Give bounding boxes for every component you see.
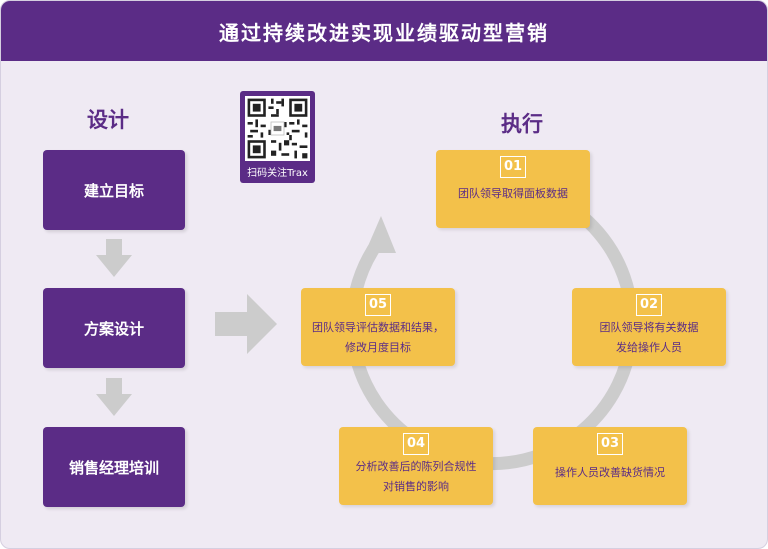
card-number: 04	[403, 433, 429, 455]
card-number: 03	[597, 433, 623, 455]
qr-code-card: 扫码关注Trax	[240, 91, 315, 183]
card-text: 团队领导评估数据和结果， 修改月度目标	[301, 318, 455, 358]
card-line: 修改月度目标	[345, 341, 411, 354]
card-line: 对销售的影响	[383, 480, 449, 493]
card-line: 发给操作人员	[616, 341, 682, 354]
card-02: 02 团队领导将有关数据 发给操作人员	[572, 288, 726, 366]
step-set-goals: 建立目标	[43, 150, 185, 230]
qr-caption: 扫码关注Trax	[247, 168, 308, 179]
card-line: 团队领导取得面板数据	[458, 187, 568, 200]
card-number: 02	[636, 294, 662, 316]
header-bar: 通过持续改进实现业绩驱动型营销	[1, 1, 767, 61]
qr-code-icon	[245, 96, 310, 161]
card-05: 05 团队领导评估数据和结果， 修改月度目标	[301, 288, 455, 366]
design-label: 设计	[87, 108, 129, 132]
step-sales-manager-training: 销售经理培训	[43, 427, 185, 507]
card-number: 01	[500, 156, 526, 178]
execute-label: 执行	[501, 112, 543, 136]
step-plan-design: 方案设计	[43, 288, 185, 368]
card-text: 操作人员改善缺货情况	[533, 463, 687, 483]
card-text: 团队领导取得面板数据	[436, 184, 590, 204]
card-line: 团队领导评估数据和结果，	[312, 321, 444, 334]
card-text: 分析改善后的陈列合规性 对销售的影响	[339, 457, 493, 497]
card-03: 03 操作人员改善缺货情况	[533, 427, 687, 505]
diagram-title: 通过持续改进实现业绩驱动型营销	[219, 20, 549, 45]
card-line: 操作人员改善缺货情况	[555, 466, 665, 479]
card-line: 分析改善后的陈列合规性	[355, 460, 477, 473]
down-arrow-icon	[96, 239, 132, 277]
card-01: 01 团队领导取得面板数据	[436, 150, 590, 228]
card-number: 05	[365, 294, 391, 316]
card-line: 团队领导将有关数据	[599, 321, 699, 334]
right-arrow-icon	[215, 294, 277, 354]
card-text: 团队领导将有关数据 发给操作人员	[572, 318, 726, 358]
down-arrow-icon	[96, 378, 132, 416]
card-04: 04 分析改善后的陈列合规性 对销售的影响	[339, 427, 493, 505]
